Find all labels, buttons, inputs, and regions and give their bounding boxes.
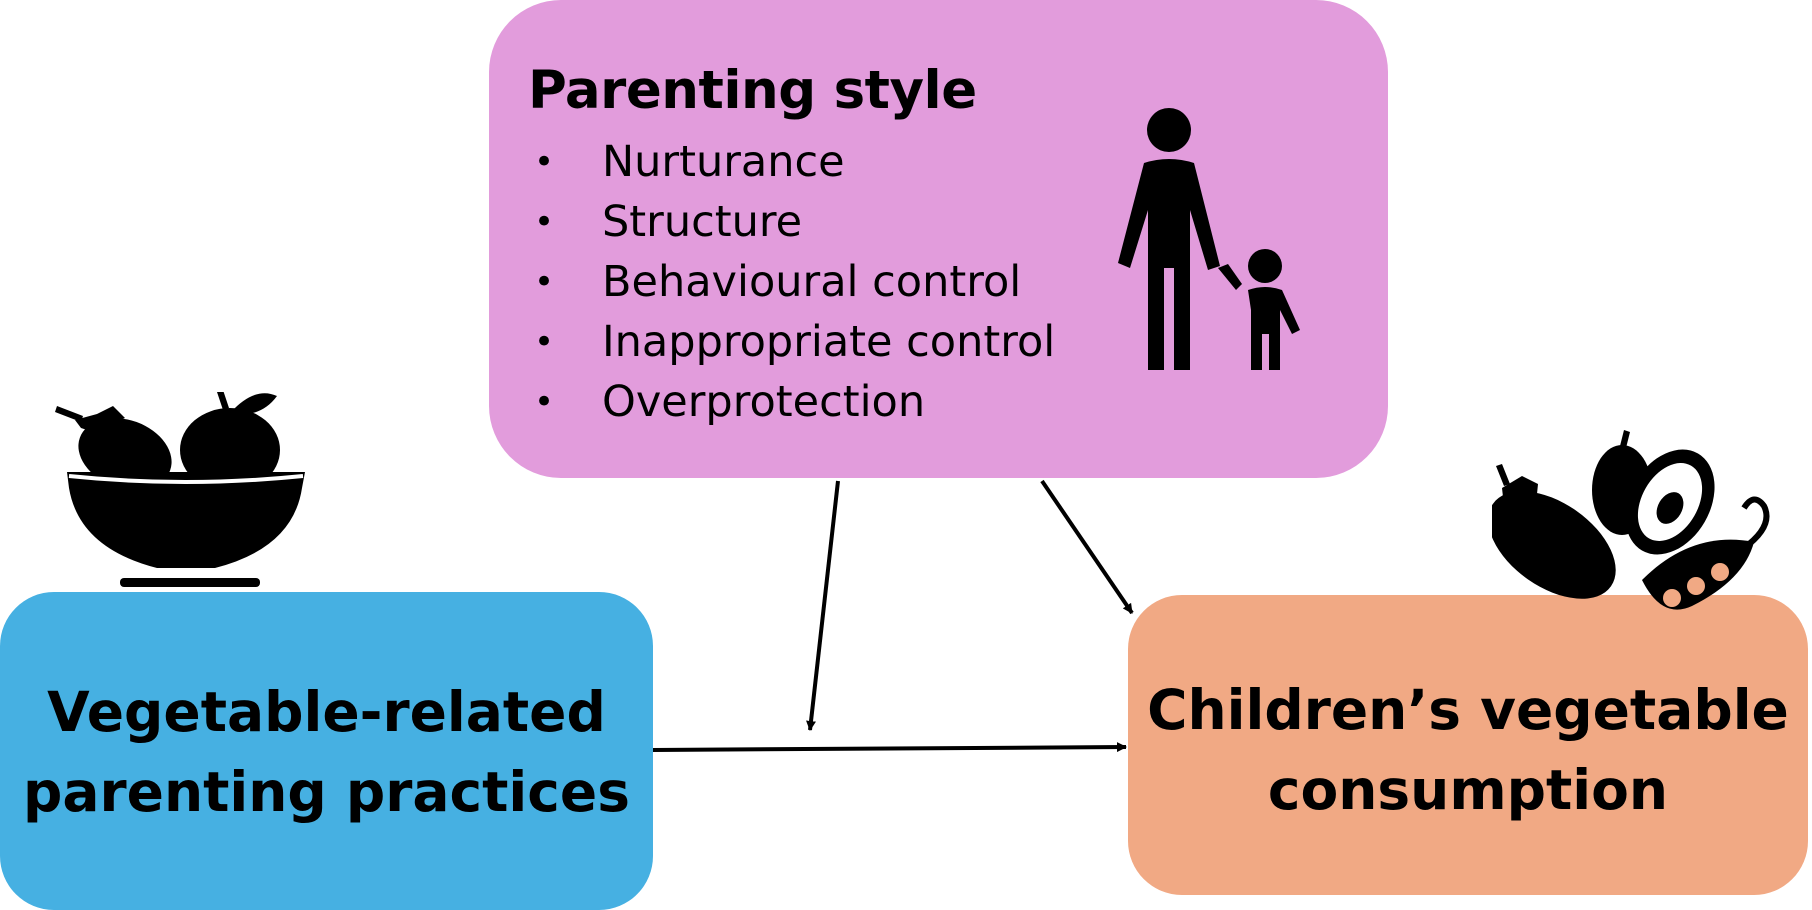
bullet: • [534,262,555,302]
factor-label: Overprotection [602,377,926,427]
parent-child-icon [1118,108,1300,370]
factor-item: • Structure [528,198,1055,258]
parenting-practices-line-2: parenting practices [23,760,630,824]
parenting-style-title: Parenting style [528,60,977,121]
parenting-practices-box: Vegetable-related parenting practices [0,592,653,910]
vegetables-icon [1492,430,1770,610]
vegetable-consumption-box: Children’s vegetable consumption [1128,595,1808,895]
factor-label: Structure [602,197,803,247]
factor-item: • Nurturance [528,138,1055,198]
factor-label: Nurturance [602,137,845,187]
parenting-practices-label: Vegetable-related parenting practices [0,672,653,832]
bullet: • [534,202,555,242]
parenting-practices-line-1: Vegetable-related [47,680,606,744]
style-to-consumption-arrow [1040,479,1134,615]
bullet: • [534,322,555,362]
vegetable-consumption-line-2: consumption [1267,758,1669,822]
practices-to-consumption-arrow [652,742,1127,753]
vegetable-consumption-line-1: Children’s vegetable [1147,678,1789,742]
bullet: • [534,142,555,182]
moderation-arrow [806,480,840,731]
factor-label: Behavioural control [602,257,1022,307]
fruit-bowl-icon [55,392,305,587]
bullet: • [534,382,555,422]
factor-label: Inappropriate control [602,317,1056,367]
factor-item: • Inappropriate control [528,318,1055,378]
factor-item: • Behavioural control [528,258,1055,318]
factor-item: • Overprotection [528,378,1055,438]
parenting-style-factor-list: • Nurturance • Structure • Behavioural cont… [528,138,1055,438]
parenting-style-box: Parenting style • Nurturance • Structure •… [489,0,1388,478]
vegetable-consumption-label: Children’s vegetable consumption [1128,670,1808,830]
